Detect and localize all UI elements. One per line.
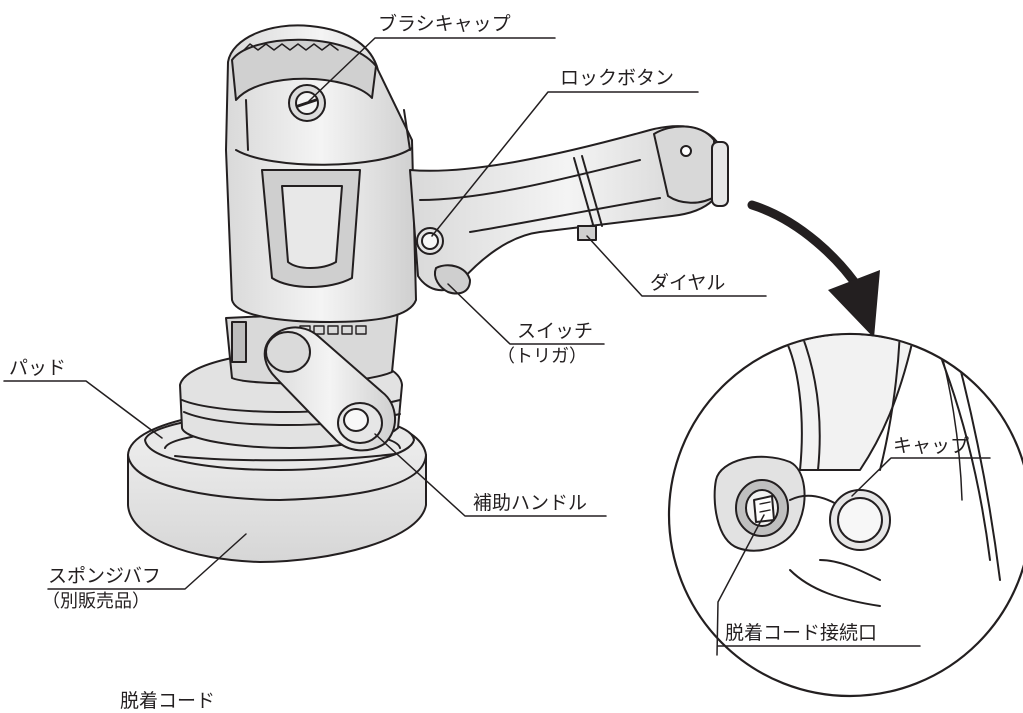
label-dial: ダイヤル bbox=[650, 272, 726, 294]
label-sold-separately: （別販売品） bbox=[42, 591, 150, 612]
label-aux-handle: 補助ハンドル bbox=[473, 492, 588, 514]
inset-detail bbox=[667, 332, 1023, 698]
label-trigger: （トリガ） bbox=[497, 346, 587, 367]
leader-lines bbox=[3, 37, 991, 656]
curved-arrow-icon bbox=[747, 200, 880, 338]
label-switch: スイッチ bbox=[517, 320, 594, 342]
label-brush-cap: ブラシキャップ bbox=[378, 13, 511, 35]
aux-handle-shape bbox=[263, 326, 397, 452]
label-detachable-cord-port: 脱着コード接続口 bbox=[725, 622, 878, 644]
rear-handle-shape bbox=[409, 125, 729, 295]
label-pad: パッド bbox=[9, 357, 67, 379]
label-detachable-cord: 脱着コード bbox=[120, 690, 216, 712]
motor-body-shape bbox=[225, 24, 417, 323]
label-cap: キャップ bbox=[893, 435, 970, 457]
label-sponge-buff: スポンジバフ bbox=[48, 565, 161, 587]
label-lock-button: ロックボタン bbox=[560, 67, 675, 89]
